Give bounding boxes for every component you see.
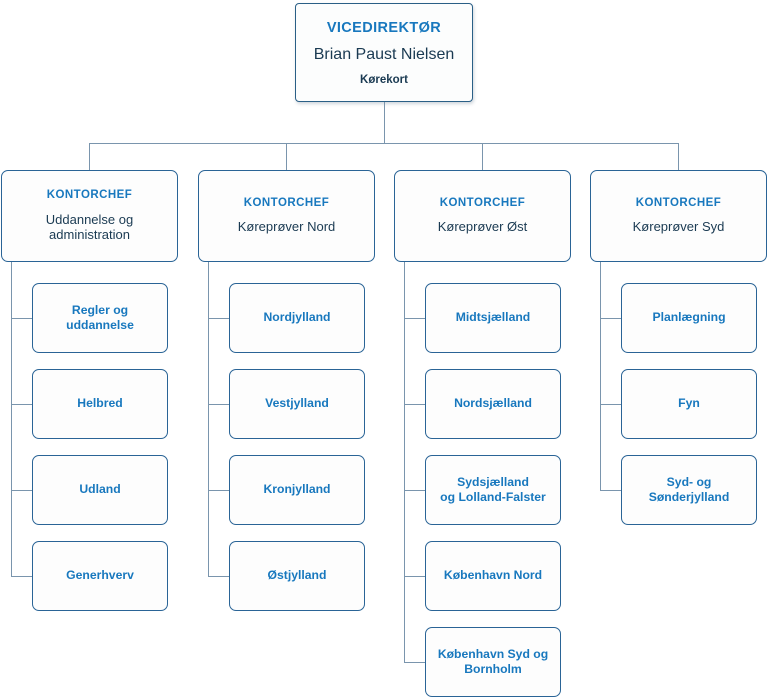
connector-branch-2-stub-3 xyxy=(208,490,229,491)
connector-branch-1-spine xyxy=(11,262,12,576)
node-udland[interactable]: Udland xyxy=(32,455,168,525)
branch-1-child-3-label: Udland xyxy=(79,482,121,497)
connector-horizontal-bus xyxy=(89,143,679,144)
connector-bus-to-branch-4 xyxy=(678,143,679,171)
node-kontorchef-koerepoever-nord[interactable]: KONTORCHEF Køreprøver Nord xyxy=(198,170,375,262)
branch-4-role-label: KONTORCHEF xyxy=(635,196,722,209)
branch-3-role-label: KONTORCHEF xyxy=(439,196,526,209)
node-midtsjaelland[interactable]: Midtsjælland xyxy=(425,283,561,353)
connector-branch-2-stub-2 xyxy=(208,404,229,405)
branch-1-child-2-label: Helbred xyxy=(77,396,123,411)
branch-2-child-1-label: Nordjylland xyxy=(263,310,331,325)
node-fyn[interactable]: Fyn xyxy=(621,369,757,439)
connector-branch-1-stub-2 xyxy=(11,404,32,405)
connector-branch-3-stub-4 xyxy=(404,576,425,577)
connector-branch-3-stub-2 xyxy=(404,404,425,405)
connector-branch-4-stub-2 xyxy=(600,404,621,405)
node-planlaegning[interactable]: Planlægning xyxy=(621,283,757,353)
connector-branch-4-spine xyxy=(600,262,601,490)
node-helbred[interactable]: Helbred xyxy=(32,369,168,439)
branch-4-unit-label: Køreprøver Syd xyxy=(632,219,725,235)
connector-branch-4-stub-3 xyxy=(600,490,621,491)
branch-2-unit-label: Køreprøver Nord xyxy=(237,219,336,235)
connector-branch-2-spine xyxy=(208,262,209,576)
node-sydsjaelland-og-lolland-falster[interactable]: Sydsjælland og Lolland-Falster xyxy=(425,455,561,525)
root-role-label: VICEDIREKTØR xyxy=(326,20,442,36)
node-nordsjaelland[interactable]: Nordsjælland xyxy=(425,369,561,439)
root-unit-label: Kørekort xyxy=(360,73,408,86)
node-oestjylland[interactable]: Østjylland xyxy=(229,541,365,611)
connector-bus-to-branch-3 xyxy=(482,143,483,171)
connector-bus-to-branch-2 xyxy=(286,143,287,171)
branch-1-unit-label: Uddannelse og administration xyxy=(45,211,134,242)
node-vicedirektoer[interactable]: VICEDIREKTØR Brian Paust Nielsen Kørekor… xyxy=(295,3,473,102)
branch-2-child-3-label: Kronjylland xyxy=(263,482,331,497)
branch-3-child-3-label: Sydsjælland og Lolland-Falster xyxy=(440,474,546,504)
connector-branch-1-stub-1 xyxy=(11,318,32,319)
node-generhverv[interactable]: Generhverv xyxy=(32,541,168,611)
connector-branch-3-stub-3 xyxy=(404,490,425,491)
connector-branch-1-stub-4 xyxy=(11,576,32,577)
branch-4-child-1-label: Planlægning xyxy=(652,310,726,325)
node-kronjylland[interactable]: Kronjylland xyxy=(229,455,365,525)
branch-2-role-label: KONTORCHEF xyxy=(243,196,330,209)
node-koebenhavn-nord[interactable]: København Nord xyxy=(425,541,561,611)
branch-3-child-2-label: Nordsjælland xyxy=(454,396,532,411)
node-kontorchef-koerepoever-syd[interactable]: KONTORCHEF Køreprøver Syd xyxy=(590,170,767,262)
branch-1-child-1-label: Regler og uddannelse xyxy=(66,302,134,332)
branch-4-child-3-label: Syd- og Sønderjylland xyxy=(648,474,730,504)
branch-1-child-4-label: Generhverv xyxy=(66,568,134,583)
node-syd-og-soenderjylland[interactable]: Syd- og Sønderjylland xyxy=(621,455,757,525)
node-vestjylland[interactable]: Vestjylland xyxy=(229,369,365,439)
connector-branch-3-stub-5 xyxy=(404,662,425,663)
branch-3-child-5-label: København Syd og Bornholm xyxy=(437,646,549,676)
node-kontorchef-koerepoever-oest[interactable]: KONTORCHEF Køreprøver Øst xyxy=(394,170,571,262)
branch-4-child-2-label: Fyn xyxy=(678,396,700,411)
connector-branch-1-stub-3 xyxy=(11,490,32,491)
connector-branch-2-stub-1 xyxy=(208,318,229,319)
connector-branch-2-stub-4 xyxy=(208,576,229,577)
branch-3-child-1-label: Midtsjælland xyxy=(455,310,531,325)
branch-3-unit-label: Køreprøver Øst xyxy=(437,219,528,235)
branch-1-role-label: KONTORCHEF xyxy=(46,189,133,202)
connector-root-drop xyxy=(384,102,385,144)
node-nordjylland[interactable]: Nordjylland xyxy=(229,283,365,353)
connector-branch-4-stub-1 xyxy=(600,318,621,319)
connector-branch-3-stub-1 xyxy=(404,318,425,319)
root-person-name: Brian Paust Nielsen xyxy=(313,45,455,63)
branch-2-child-4-label: Østjylland xyxy=(267,568,327,583)
branch-2-child-2-label: Vestjylland xyxy=(265,396,329,411)
node-kontorchef-uddannelse-og-administration[interactable]: KONTORCHEF Uddannelse og administration xyxy=(1,170,178,262)
connector-branch-3-spine xyxy=(404,262,405,662)
branch-3-child-4-label: København Nord xyxy=(443,568,543,583)
connector-bus-to-branch-1 xyxy=(89,143,90,171)
node-koebenhavn-syd-og-bornholm[interactable]: København Syd og Bornholm xyxy=(425,627,561,697)
node-regler-og-uddannelse[interactable]: Regler og uddannelse xyxy=(32,283,168,353)
